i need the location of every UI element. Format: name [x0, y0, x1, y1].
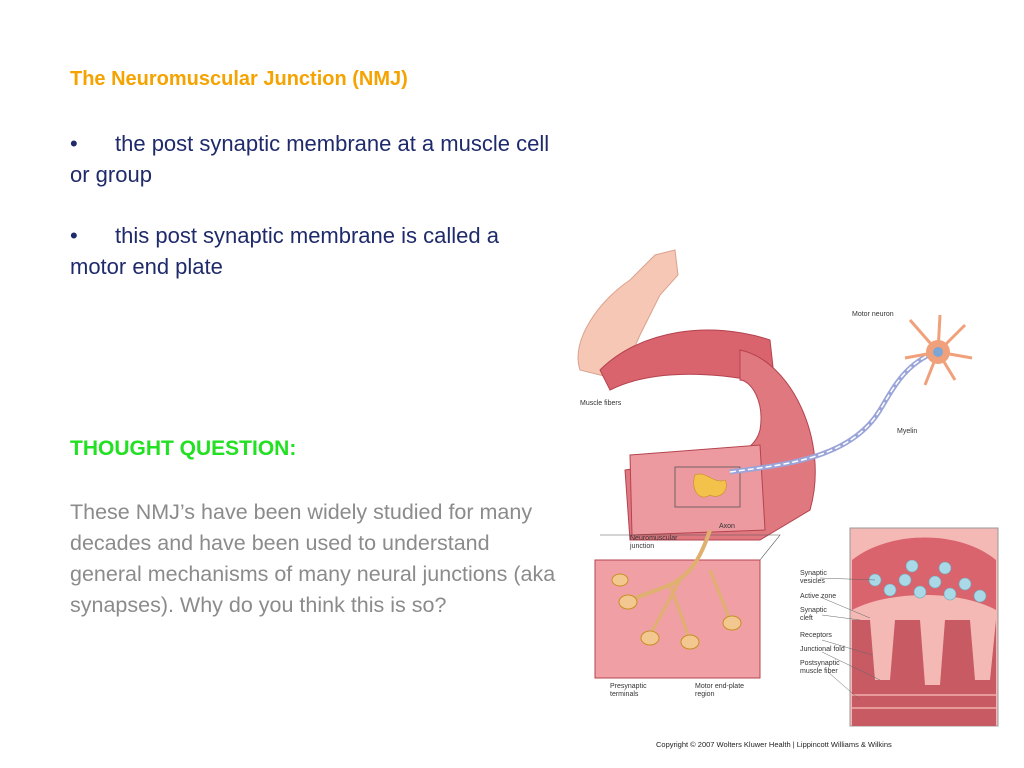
- copyright-notice: Copyright © 2007 Wolters Kluwer Health |…: [656, 740, 892, 749]
- label-muscle-fibers: Muscle fibers: [580, 400, 622, 407]
- label-nmj: Neuromuscular junction: [630, 535, 678, 550]
- bullet-marker: •: [70, 223, 78, 248]
- bullet-point-1: •the post synaptic membrane at a muscle …: [70, 128, 550, 190]
- label-motor-neuron: Motor neuron: [852, 311, 894, 318]
- label-receptors: Receptors: [800, 632, 832, 639]
- junctional-folds: [852, 620, 996, 726]
- motor-neuron: [904, 314, 973, 386]
- label-axon: Axon: [719, 523, 735, 530]
- nmj-illustration: Motor neuron Muscle fibers Myelin Axon N…: [560, 240, 1020, 740]
- leader-lines: [819, 577, 881, 701]
- label-postsynaptic-fiber: Postsynaptic muscle fiber: [800, 660, 840, 675]
- zoom-box: [674, 466, 741, 508]
- label-synaptic-cleft: Synaptic cleft: [800, 607, 827, 622]
- bullet-text-1: the post synaptic membrane at a muscle c…: [70, 131, 550, 187]
- zoom-lines: [600, 534, 781, 561]
- label-active-zone: Active zone: [800, 593, 837, 600]
- bullet-point-2: •this post synaptic membrane is called a…: [70, 220, 550, 282]
- slide-title: The Neuromuscular Junction (NMJ): [70, 68, 408, 90]
- label-myelin: Myelin: [897, 428, 918, 435]
- label-presynaptic-terminals: Presynaptic terminals: [610, 683, 647, 698]
- label-junctional-fold: Junctional fold: [800, 646, 845, 653]
- bullet-text-2: this post synaptic membrane is called a …: [70, 223, 499, 279]
- label-motor-endplate-region: Motor end-plate region: [695, 683, 745, 698]
- thought-question-text: These NMJ’s have been widely studied for…: [70, 500, 556, 617]
- nmj-small: [693, 473, 727, 498]
- arm-skin: [577, 249, 679, 381]
- postsynaptic-fiber: [852, 694, 996, 709]
- axon-core: [729, 351, 936, 473]
- label-synaptic-vesicles: Synaptic vesicles: [800, 570, 827, 585]
- bullet-marker: •: [70, 131, 78, 156]
- nmj-illustration-svg: [577, 249, 999, 727]
- presynaptic-branches: [611, 529, 742, 650]
- thought-question-heading: THOUGHT QUESTION:: [70, 437, 297, 460]
